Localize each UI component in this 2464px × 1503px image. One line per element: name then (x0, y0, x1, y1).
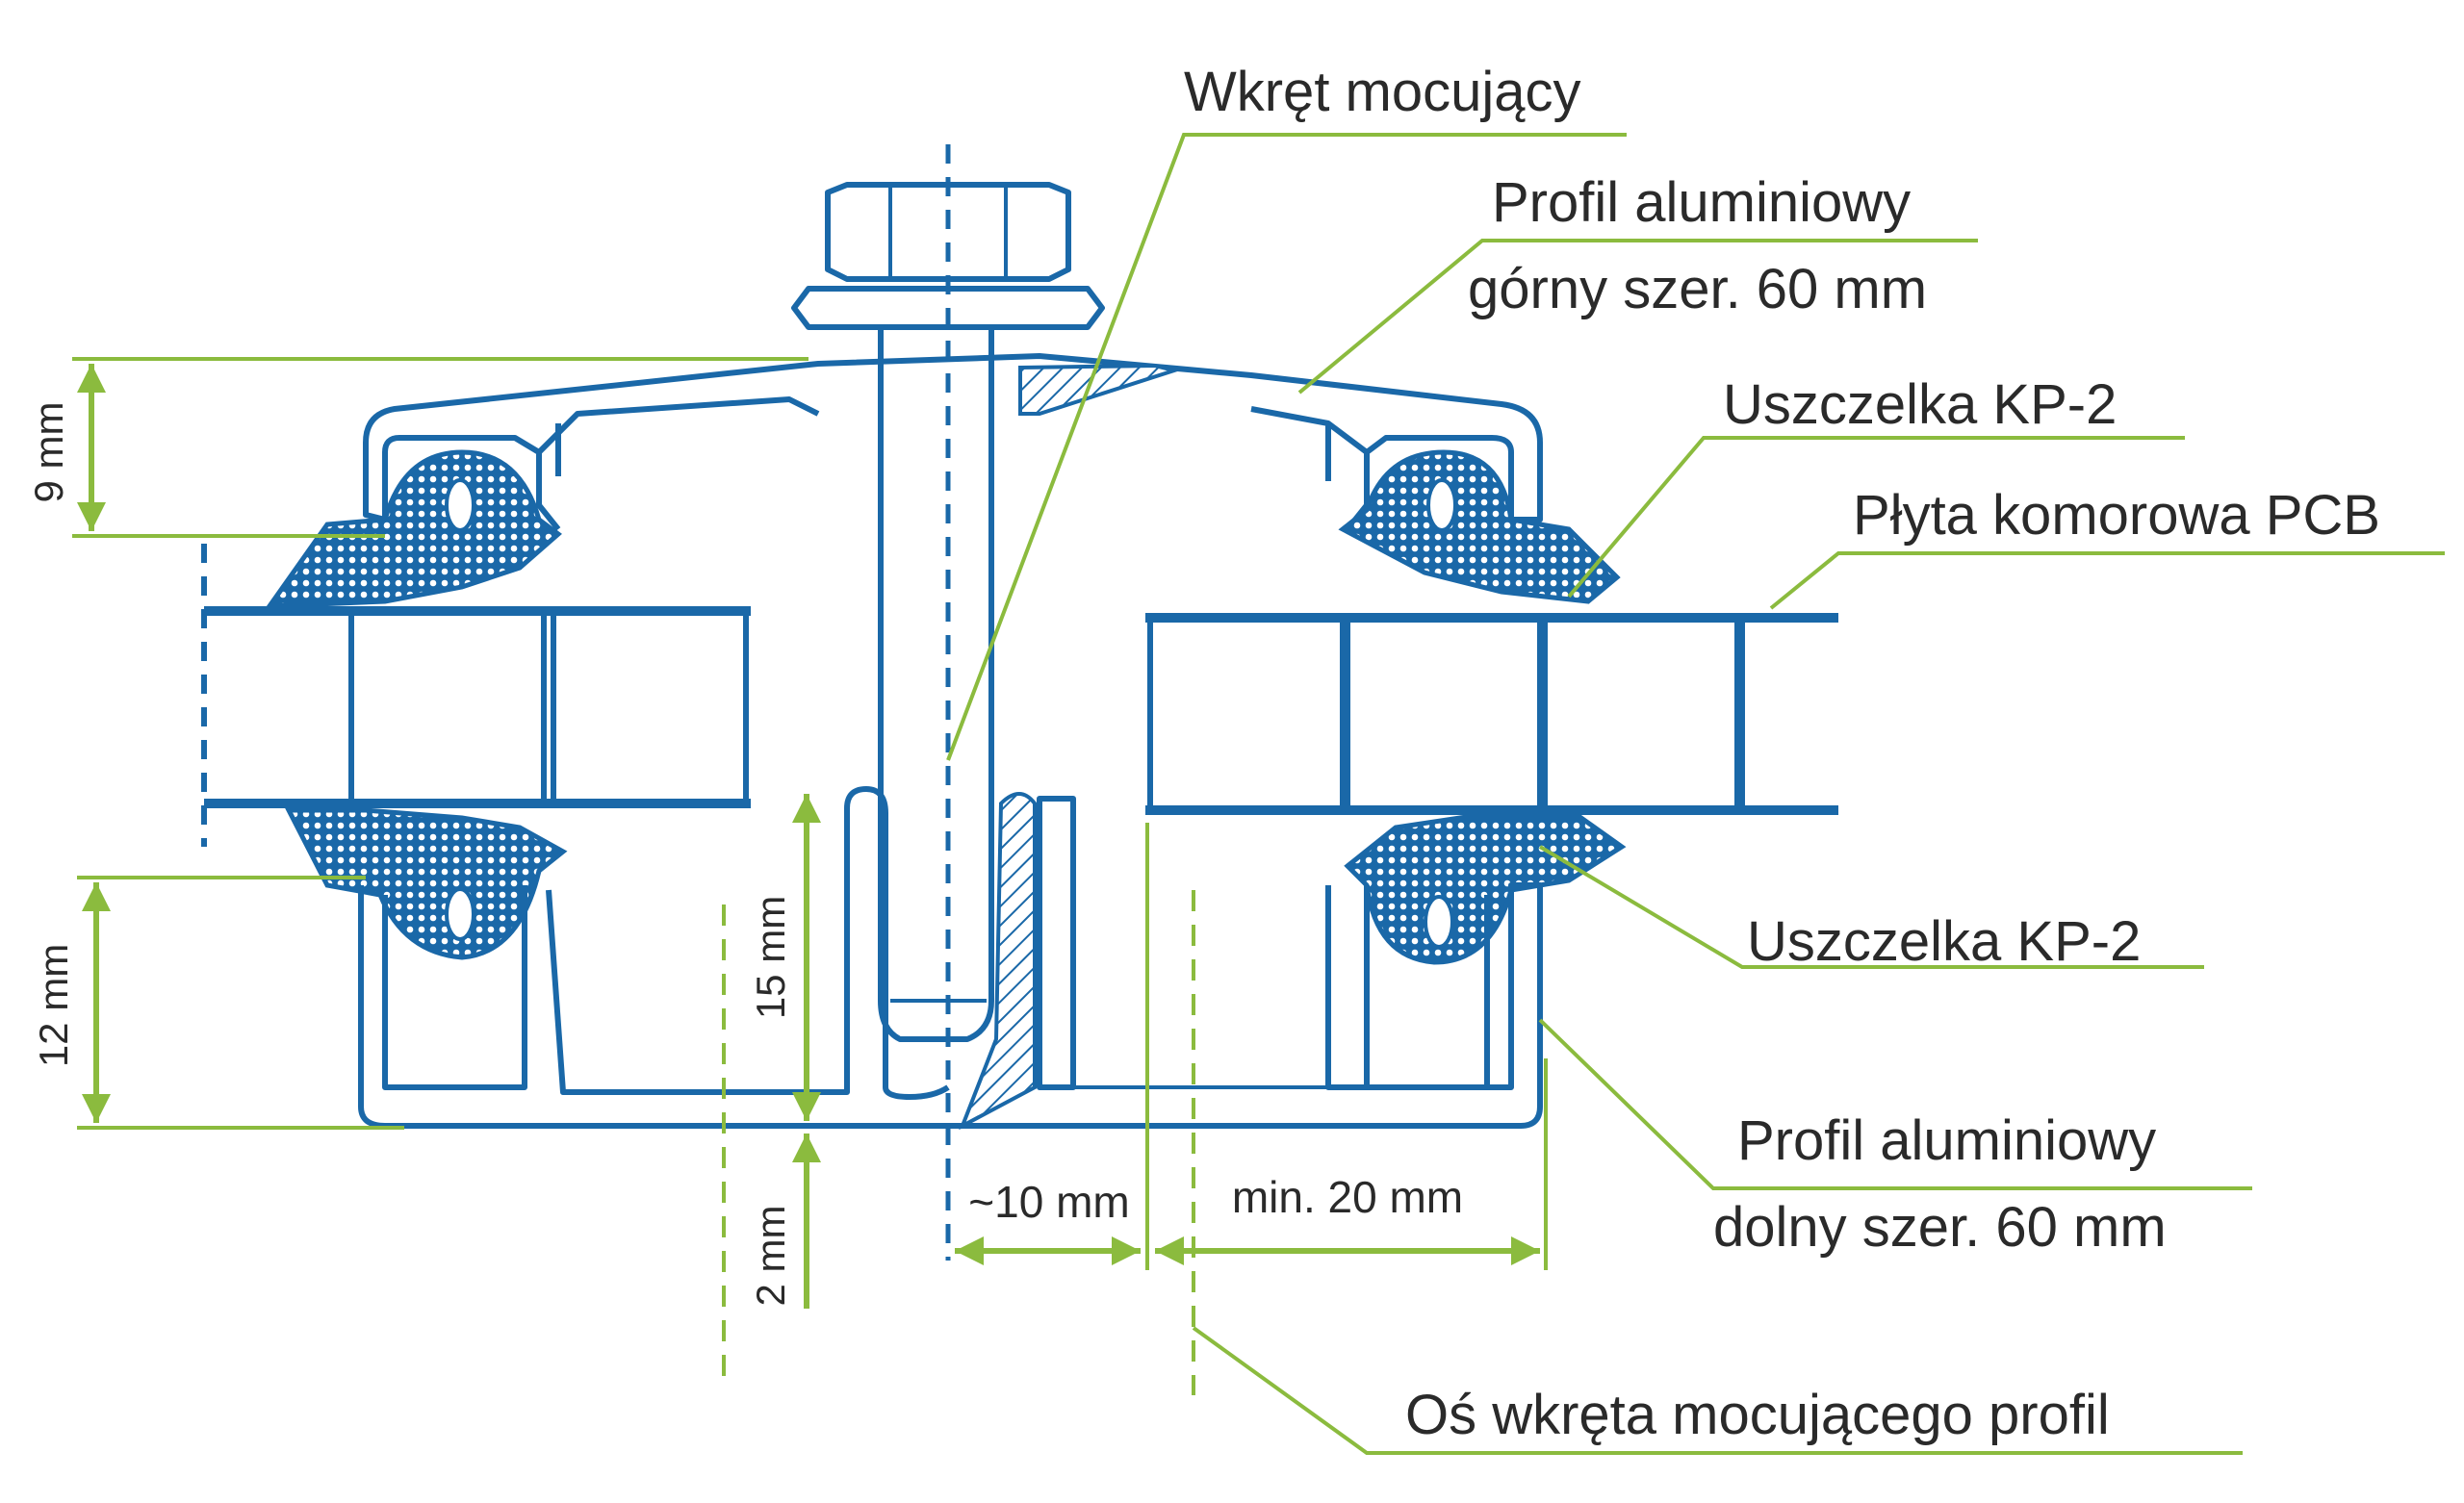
label-panel: Płyta komorowa PCB (1853, 484, 2380, 547)
label-bottom-profile-line2: dolny szer. 60 mm (1713, 1196, 2167, 1259)
gasket-top-left (265, 449, 562, 609)
dimension-label-min20mm: min. 20 mm (1232, 1172, 1463, 1222)
dimension-label-15mm: 15 mm (748, 896, 793, 1019)
dimension-label-9mm: 9 mm (26, 402, 71, 503)
dimension-bottom-height: 12 mm (31, 876, 404, 1130)
dimension-top-height: 9 mm (26, 357, 808, 538)
top-aluminium-profile (363, 353, 1543, 531)
dimension-base-thickness: 2 mm (748, 1134, 821, 1309)
label-gasket-top: Uszczelka KP-2 (1723, 373, 2117, 436)
dimension-min-overlap: min. 20 mm (1155, 1058, 1548, 1270)
label-bottom-profile-line1: Profil aluminiowy (1737, 1109, 2156, 1172)
label-top-profile-line2: górny szer. 60 mm (1468, 258, 1927, 320)
label-top-profile-line1: Profil aluminiowy (1492, 171, 1911, 234)
dimension-label-12mm: 12 mm (31, 944, 76, 1067)
dimension-upright-height: 15 mm (748, 794, 821, 1121)
gasket-bottom-left (284, 807, 568, 960)
fastening-screw (791, 182, 1105, 1042)
bottom-aluminium-profile (358, 786, 1543, 1131)
dimension-label-10mm: ~10 mm (968, 1177, 1129, 1227)
label-screw: Wkręt mocujący (1184, 61, 1581, 123)
label-gasket-bottom: Uszczelka KP-2 (1747, 910, 2141, 973)
dimension-label-2mm: 2 mm (748, 1206, 793, 1307)
dimension-screw-offset: ~10 mm (955, 823, 1149, 1270)
left-panel (201, 544, 751, 847)
gasket-top-right (1338, 449, 1621, 604)
right-panel (1145, 613, 1838, 815)
label-screw-axis: Oś wkręta mocującego profil (1405, 1384, 2110, 1446)
leader-lines (946, 133, 2445, 1455)
